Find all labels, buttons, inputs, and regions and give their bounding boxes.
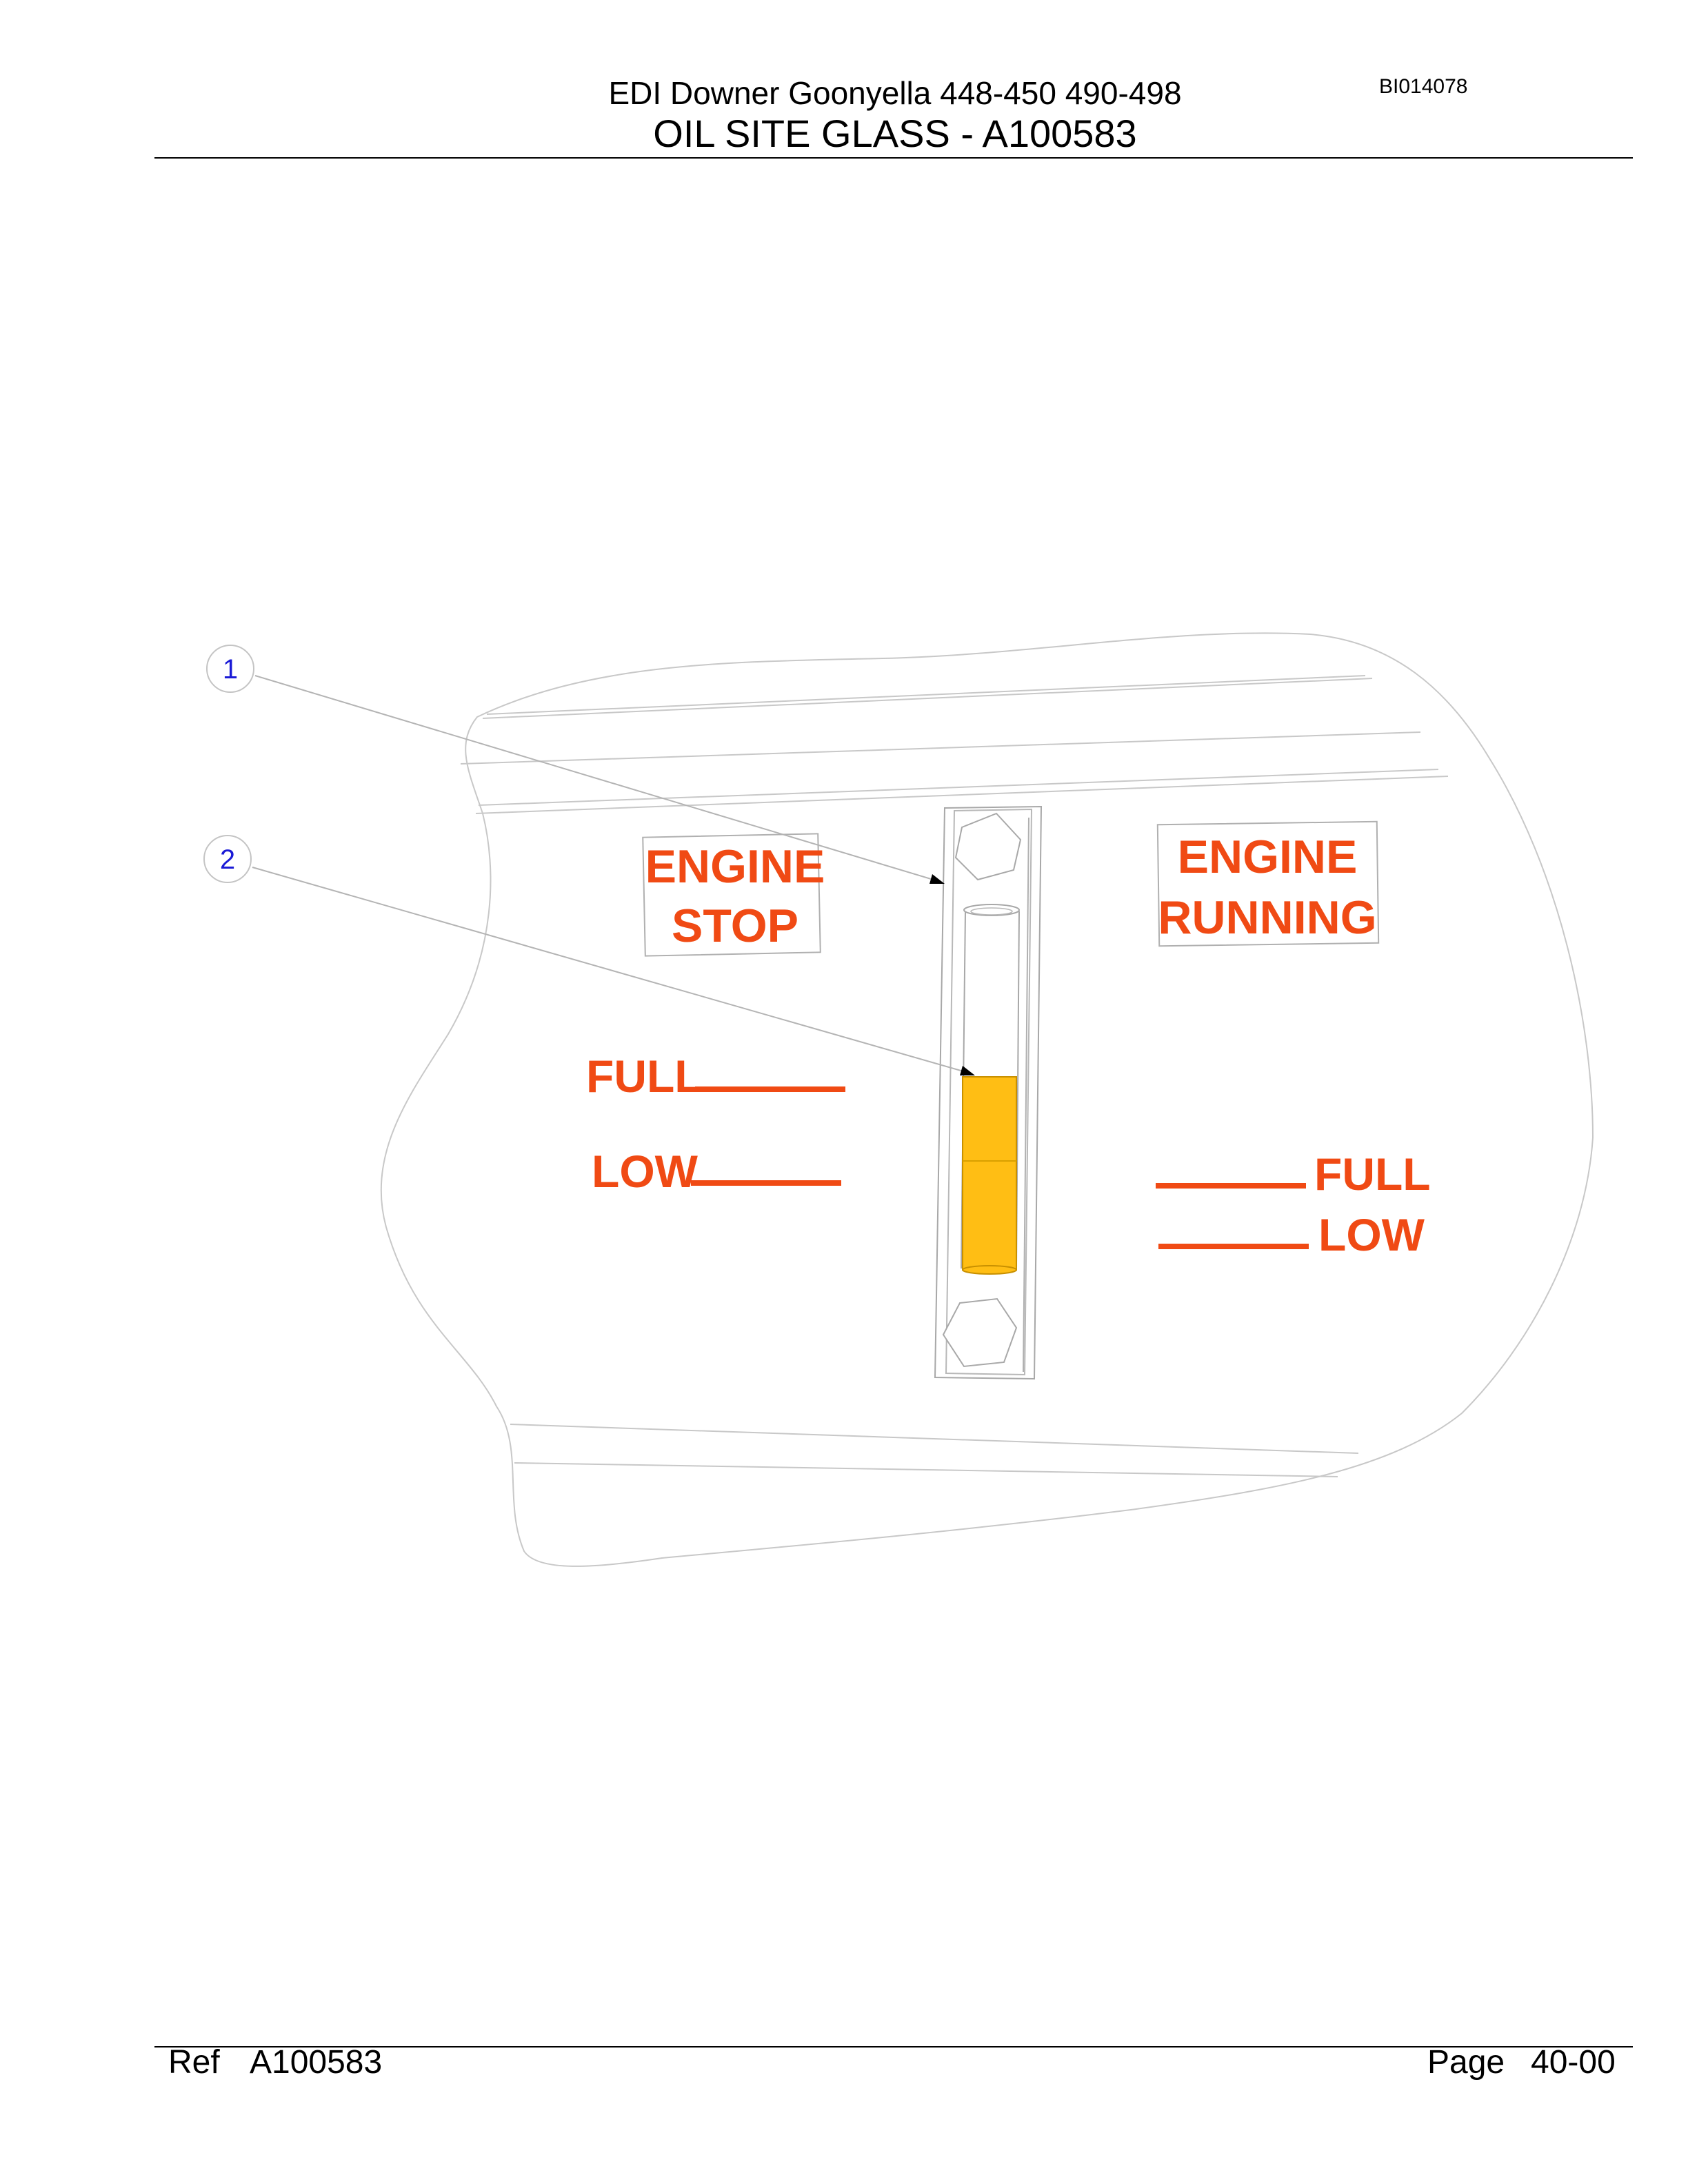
page-title: OIL SITE GLASS - A100583 — [653, 112, 1137, 155]
sight-glass-body-outline — [934, 805, 1043, 1380]
top-beam-line-1 — [482, 678, 1373, 719]
top-bolt-hex — [954, 812, 1022, 881]
stop-full-label: FULL — [586, 1051, 703, 1102]
stop-low-label: LOW — [592, 1146, 699, 1197]
sight-glass-body-inner — [945, 808, 1033, 1376]
callout-1-bubble — [206, 645, 254, 693]
footer-ref-label: Ref — [168, 2044, 220, 2081]
engine-running-decal-panel — [1156, 820, 1380, 947]
callout-2-leader — [252, 867, 969, 1073]
housing-breakout-outline — [380, 632, 1594, 1567]
engine-running-line-2: RUNNING — [1158, 891, 1376, 944]
sight-glass-edge-line — [1023, 817, 1029, 1373]
footer-ref-value: A100583 — [250, 2044, 383, 2081]
bottom-bolt-hex — [942, 1297, 1018, 1368]
header-rule — [154, 157, 1633, 159]
oil-level-bottom — [962, 1265, 1017, 1275]
glass-tube-top-ring — [963, 904, 1020, 916]
callout-2-arrowhead — [960, 1066, 975, 1075]
callout-2-bubble — [203, 835, 252, 883]
top-beam-line-3 — [460, 731, 1421, 765]
footer-page-value: 40-00 — [1531, 2044, 1616, 2081]
running-low-label: LOW — [1318, 1209, 1425, 1260]
callout-1-number: 1 — [223, 654, 238, 685]
header-subtitle: EDI Downer Goonyella 448-450 490-498 — [608, 75, 1182, 111]
engine-stop-line-1: ENGINE — [645, 840, 825, 893]
callout-1-leader — [254, 675, 938, 882]
engine-running-line-1: ENGINE — [1178, 831, 1358, 883]
engine-stop-line-2: STOP — [672, 900, 798, 952]
callout-1-arrowhead — [930, 874, 945, 884]
sight-glass — [934, 805, 1043, 1380]
top-beam-line-5 — [478, 769, 1439, 806]
top-beam-line-4 — [475, 776, 1449, 814]
bottom-beam-line-1 — [510, 1424, 1359, 1454]
oil-level-fill — [962, 1076, 1017, 1271]
running-full-label: FULL — [1314, 1149, 1431, 1200]
engine-stop-decal-panel — [642, 833, 821, 957]
top-beam-line-2 — [486, 675, 1366, 715]
footer-page-label: Page — [1427, 2044, 1505, 2081]
glass-tube-top-ring-inner — [970, 907, 1013, 916]
callout-2-number: 2 — [220, 845, 235, 875]
footer-rule — [154, 2046, 1633, 2048]
bottom-beam-line-2 — [514, 1462, 1338, 1477]
document-id: BI014078 — [1379, 75, 1468, 98]
